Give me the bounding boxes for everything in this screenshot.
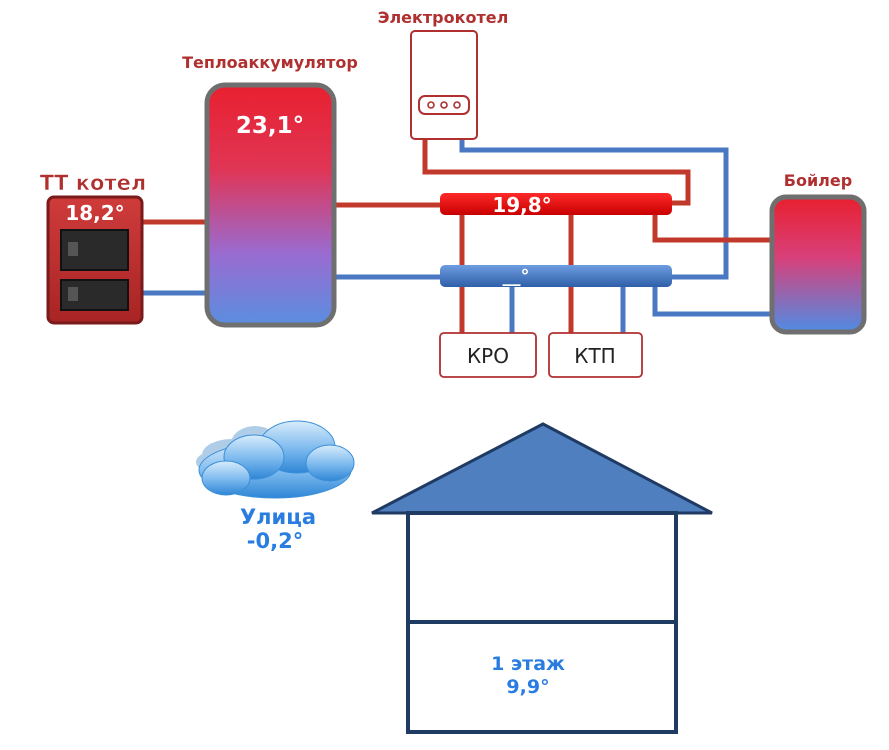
- electro-panel: [418, 95, 470, 115]
- dhw-boiler-tank[interactable]: [769, 194, 867, 335]
- street-temp: -0,2°: [247, 529, 303, 553]
- pipe-boiler-cold: [652, 286, 772, 317]
- accumulator-tank[interactable]: [204, 82, 337, 328]
- pipe-boiler-hot: [652, 215, 772, 243]
- pipe-electro-hot: [422, 138, 691, 206]
- hot-collector-temp: 19,8°: [492, 193, 551, 217]
- street-label: Улица: [240, 505, 316, 529]
- floor1-temp: 9,9°: [506, 676, 549, 698]
- house-body: [406, 511, 678, 734]
- circuit-ktp-label: КТП: [574, 344, 615, 368]
- cloud-icon: [196, 420, 355, 499]
- cold-collector-temp: __°: [503, 266, 530, 287]
- circuit-ktp[interactable]: [548, 332, 643, 378]
- dhw-boiler-label: Бойлер: [784, 171, 852, 190]
- tt-boiler-temp: 18,2°: [65, 201, 124, 225]
- accumulator-temp: 23,1°: [236, 113, 304, 139]
- electro-boiler[interactable]: [410, 30, 478, 140]
- pipe-electro-cold: [459, 138, 729, 280]
- tt-boiler[interactable]: [46, 195, 144, 325]
- circuit-kro-label: КРО: [467, 344, 509, 368]
- electro-label: Электрокотел: [378, 8, 509, 27]
- pipes: [140, 138, 772, 333]
- tt-boiler-label: ТТ котел: [40, 171, 146, 195]
- floor1-label: 1 этаж: [491, 653, 565, 675]
- circuit-kro[interactable]: [439, 332, 537, 378]
- cold-collector[interactable]: [440, 265, 672, 287]
- accumulator-label: Теплоаккумулятор: [182, 53, 358, 72]
- house-roof: [371, 422, 713, 515]
- hot-collector[interactable]: [440, 193, 672, 215]
